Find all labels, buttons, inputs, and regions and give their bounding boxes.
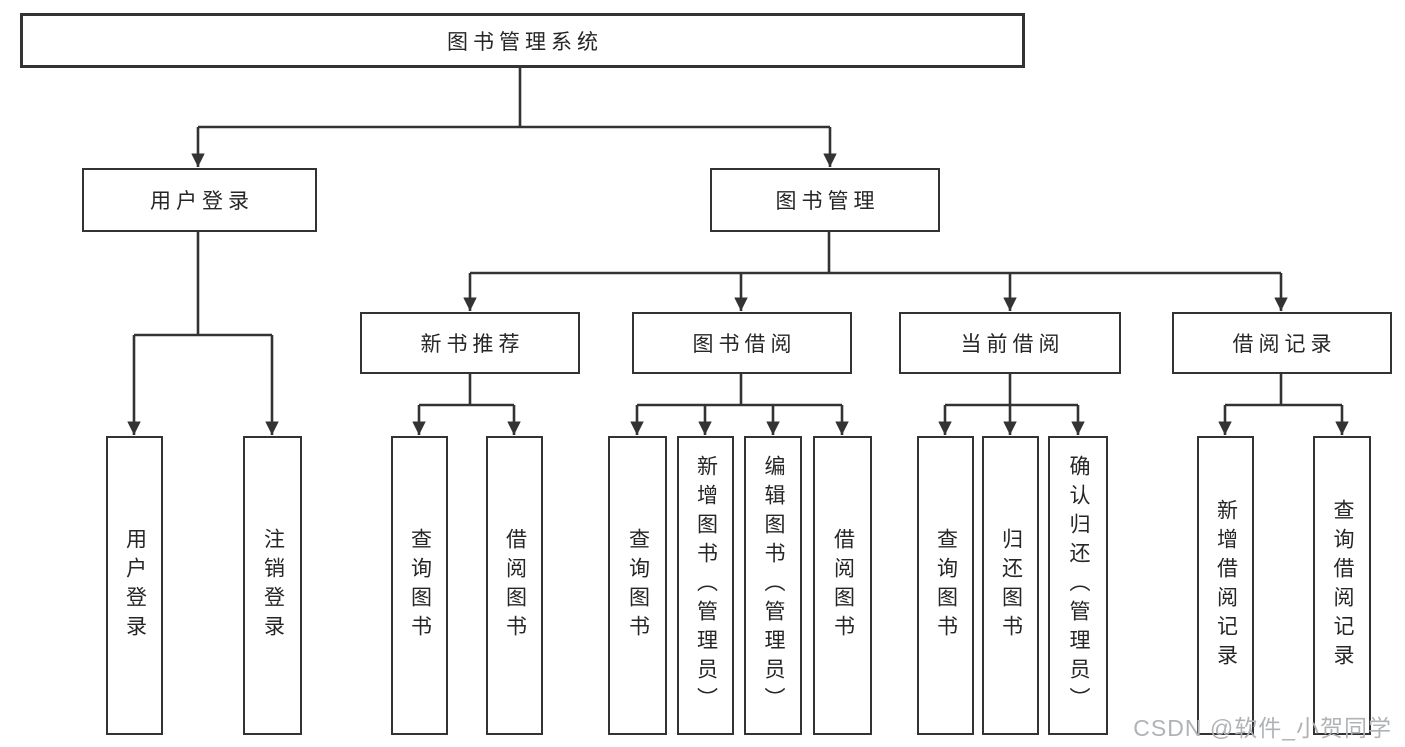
leaf-cb-query-books: 查询图书 [917,436,974,735]
node-book-management: 图书管理 [710,168,940,232]
node-user-login: 用户登录 [82,168,317,232]
leaf-bb-query-books-label: 查询图书 [626,527,650,644]
leaf-nbr-borrow-books: 借阅图书 [486,436,543,735]
leaf-bb-add-books-admin: 新增图书（管理员） [677,436,734,735]
node-new-book-recommend-label: 新书推荐 [420,333,525,356]
leaf-user-login: 用户登录 [106,436,163,735]
leaf-bb-add-books-admin-label: 新增图书（管理员） [694,455,718,716]
leaf-bb-borrow-books: 借阅图书 [813,436,872,735]
node-current-borrow: 当前借阅 [899,312,1121,374]
leaf-logout-label: 注销登录 [261,527,285,644]
watermark-text: CSDN @软件_小贺同学 [1133,715,1392,741]
leaf-br-query-record-label: 查询借阅记录 [1331,498,1355,673]
node-new-book-recommend: 新书推荐 [360,312,580,374]
leaf-cb-confirm-return-admin: 确认归还（管理员） [1048,436,1108,735]
node-borrow-records: 借阅记录 [1172,312,1392,374]
leaf-cb-return-books: 归还图书 [982,436,1039,735]
leaf-cb-return-books-label: 归还图书 [999,527,1023,644]
node-library-system: 图书管理系统 [20,13,1025,68]
node-book-borrow-label: 图书借阅 [692,333,797,356]
leaf-bb-query-books: 查询图书 [608,436,667,735]
leaf-br-add-record-label: 新增借阅记录 [1214,498,1238,673]
node-user-login-label: 用户登录 [150,190,254,213]
leaf-bb-edit-books-admin: 编辑图书（管理员） [744,436,802,735]
leaf-nbr-query-books-label: 查询图书 [408,527,432,644]
leaf-cb-confirm-return-admin-label: 确认归还（管理员） [1067,455,1091,716]
node-book-management-label: 图书管理 [775,190,880,213]
leaf-bb-borrow-books-label: 借阅图书 [831,527,855,644]
leaf-br-add-record: 新增借阅记录 [1197,436,1254,735]
leaf-bb-edit-books-admin-label: 编辑图书（管理员） [762,455,786,716]
leaf-logout: 注销登录 [243,436,302,735]
leaf-br-query-record: 查询借阅记录 [1313,436,1371,735]
leaf-cb-query-books-label: 查询图书 [934,527,958,644]
node-book-borrow: 图书借阅 [632,312,852,374]
leaf-nbr-query-books: 查询图书 [391,436,448,735]
node-current-borrow-label: 当前借阅 [960,333,1065,356]
leaf-user-login-label: 用户登录 [123,527,147,644]
node-borrow-records-label: 借阅记录 [1232,333,1337,356]
node-library-system-label: 图书管理系统 [447,30,603,54]
leaf-nbr-borrow-books-label: 借阅图书 [503,527,527,644]
